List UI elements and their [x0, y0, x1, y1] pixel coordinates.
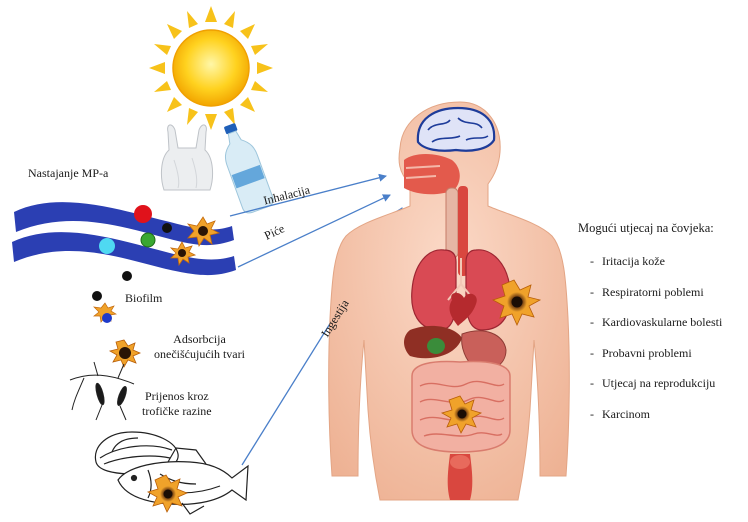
effect-item: -Respiratorni poblemi [590, 285, 722, 316]
effect-item-text: Kardiovaskularne bolesti [602, 315, 722, 329]
effect-item: -Probavni problemi [590, 346, 722, 377]
biofilm-label: Biofilm [125, 291, 162, 306]
zooplankton-icon [70, 362, 134, 420]
plastic-bag-icon [161, 125, 212, 190]
adsorption-label: Adsorbcija onečišćujućih tvari [154, 332, 245, 362]
formation-label: Nastajanje MP-a [28, 166, 108, 181]
effect-item-text: Utjecaj na reprodukciju [602, 376, 715, 390]
effects-title: Mogući utjecaj na čovjeka: [578, 221, 714, 236]
transfer-label-line2: trofičke razine [142, 404, 212, 419]
effect-item: -Kardiovaskularne bolesti [590, 315, 722, 346]
effect-item: -Utjecaj na reprodukciju [590, 376, 722, 407]
transfer-label-line1: Prijenos kroz [142, 389, 212, 404]
adsorption-label-line1: Adsorbcija [154, 332, 245, 347]
effect-item: -Iritacija kože [590, 254, 722, 285]
effect-item-text: Karcinom [602, 407, 650, 421]
sun-icon [149, 6, 273, 130]
transfer-label: Prijenos kroz trofičke razine [142, 389, 212, 419]
fish-icon [118, 448, 248, 514]
adsorption-label-line2: onečišćujućih tvari [154, 347, 245, 362]
effect-item-text: Probavni problemi [602, 346, 692, 360]
effects-list: -Iritacija kože -Respiratorni poblemi -K… [590, 254, 722, 437]
effect-item: -Karcinom [590, 407, 722, 438]
adsorption-burst-icon [110, 340, 140, 367]
biofilm-particle-icon [94, 303, 116, 323]
effect-item-text: Respiratorni poblemi [602, 285, 704, 299]
effect-item-text: Iritacija kože [602, 254, 665, 268]
